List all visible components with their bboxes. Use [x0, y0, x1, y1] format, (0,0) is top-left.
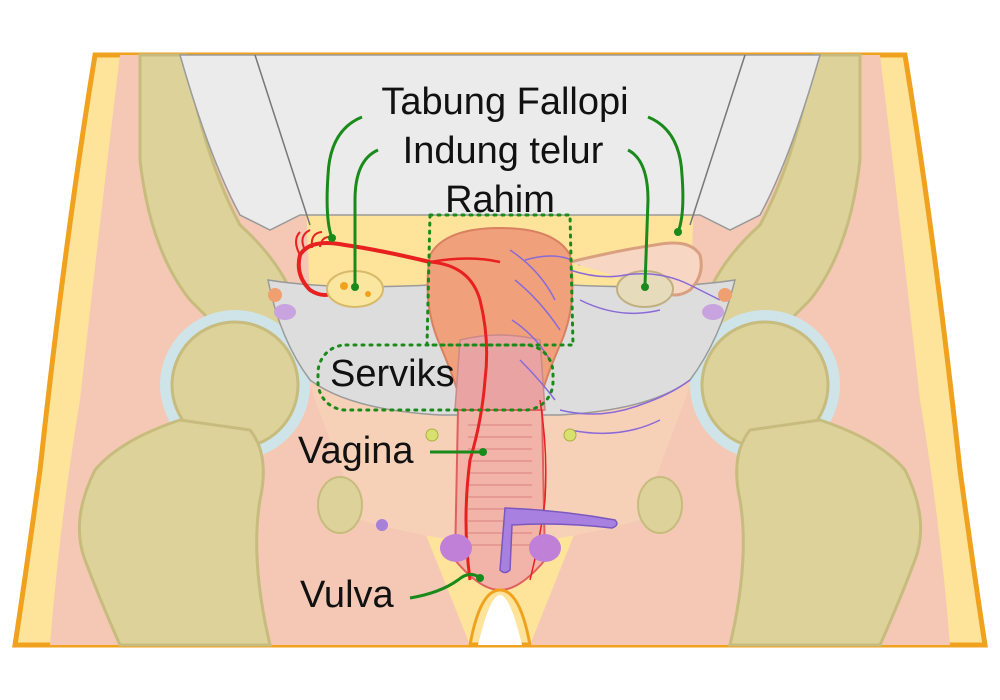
left-bulb [440, 534, 472, 562]
uterus-highlight-outline [425, 213, 575, 347]
label-fallopian-tube: Tabung Fallopi [381, 81, 628, 123]
ovary-pointer-left [353, 148, 379, 285]
fallopian-pointer-left [325, 115, 363, 239]
vulva-pointer [409, 573, 481, 600]
label-vagina: Vagina [298, 430, 414, 472]
uterine-artery-left [429, 260, 489, 581]
vaginal-rugae [468, 424, 532, 546]
left-small-gland [425, 428, 439, 442]
right-ovarian-veins [569, 269, 721, 315]
fallopian-pointer-right [647, 115, 685, 233]
label-ovary: Indung telur [403, 130, 604, 172]
left-lymph-node-2 [274, 304, 296, 320]
left-bartholin-gland [376, 519, 388, 531]
uterine-veins-right [509, 249, 581, 401]
uterine-artery-branch [429, 257, 501, 264]
peritoneum-line-right [689, 54, 746, 226]
right-bulb [529, 534, 561, 562]
label-cervix: Serviks [330, 353, 455, 395]
pointer-dots [328, 228, 682, 582]
peritoneum [179, 54, 821, 231]
pointer-lines [325, 115, 685, 600]
label-vulva: Vulva [300, 574, 395, 616]
clitoris [499, 507, 618, 574]
labia [468, 588, 532, 646]
label-uterus: Rahim [445, 179, 555, 221]
ovary-pointer-right [627, 148, 650, 286]
left-femur [77, 418, 272, 647]
right-lymph-node-1 [718, 288, 732, 302]
right-small-gland [563, 428, 577, 442]
right-pelvic-veins [559, 379, 691, 435]
right-lymph-node-2 [702, 304, 724, 320]
left-ischium [317, 476, 363, 534]
vulva-notch [478, 595, 522, 645]
left-ovary-follicle-2 [365, 291, 371, 297]
left-lymph-node-1 [268, 288, 282, 302]
right-ischium [637, 476, 683, 534]
right-femur [728, 418, 923, 647]
left-ovary-follicle-1 [340, 282, 348, 290]
peritoneum-line-left [254, 54, 311, 226]
cervix-highlight-outline [316, 343, 555, 412]
